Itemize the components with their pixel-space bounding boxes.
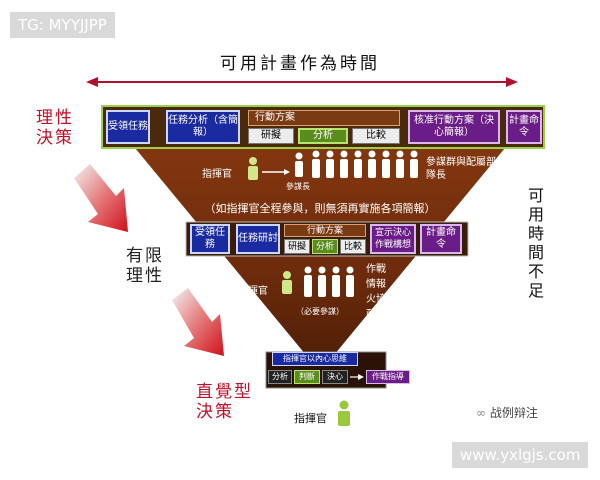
label-rational-line2: 決策: [36, 128, 74, 148]
commander-participation-note: （如指揮官全程參與，則無須再實施各項簡報）: [204, 202, 436, 215]
l1-coa-develop: 研擬: [248, 128, 294, 144]
l1-commander-label: 指揮官: [202, 169, 232, 180]
watermark-top-left: TG: MYYJJPP: [10, 12, 115, 38]
l2-coa-group: 行動方案: [284, 224, 366, 237]
label-bounded-line1: 有限: [126, 246, 164, 266]
l3-analyze-box: 分析: [268, 370, 292, 384]
l2-coa-compare: 比較: [340, 239, 366, 254]
l3-judge-box: 判斷: [294, 370, 320, 384]
l3-inner-thinking-box: 指揮官以內心思維: [272, 352, 358, 366]
logo-icon: ∞: [476, 406, 490, 420]
l1-coa-compare: 比較: [352, 128, 400, 144]
l1-analysis-box: 任務分析（含簡報）: [166, 110, 240, 144]
l2-necessary-staff-label: （必要參謀）: [296, 307, 344, 316]
logo-text: 战例辩注: [489, 406, 538, 420]
l2-commander-label: 指揮官: [238, 286, 268, 297]
l1-staff-figures: [312, 150, 418, 178]
label-rational: 理性 決策: [36, 108, 74, 148]
l2-coa-analyze: 分析: [312, 239, 338, 254]
label-intuitive-line1: 直覺型: [196, 382, 253, 402]
watermark-bottom-right: www.yxlgjs.com: [452, 442, 589, 468]
page-title: 可用計畫作為時間: [220, 54, 380, 74]
l2-announce-box: 宣示決心作戰構想: [370, 224, 416, 254]
label-rational-line1: 理性: [36, 108, 74, 128]
l3-direct-box: 作戰指導: [366, 370, 410, 384]
time-axis-arrow: [86, 77, 518, 87]
role-political: 政戰: [366, 309, 386, 320]
l2-receive-box: 受領任務: [190, 224, 230, 254]
l3-decide-box: 決心: [322, 370, 348, 384]
l1-approve-box: 核准行動方案（決心簡報）: [408, 110, 500, 144]
l3-commander-label: 指揮官: [294, 412, 327, 425]
l1-commander-figure: [248, 157, 258, 180]
l2-staff-figures: [304, 266, 354, 297]
l2-orders-box: 計畫命令: [420, 224, 462, 254]
label-intuitive-line2: 決策: [196, 402, 234, 422]
role-ops: 作戰: [366, 264, 386, 275]
l2-coa-develop: 研擬: [284, 239, 310, 254]
logo: ∞ 战例辩注: [476, 404, 538, 421]
l1-orders-box: 計畫命令: [506, 110, 542, 144]
label-bounded-line2: 理性: [126, 266, 164, 286]
l1-receive-box: 受領任務: [106, 110, 150, 144]
role-fires: 火協: [366, 294, 386, 305]
l3-commander-figure: [338, 400, 350, 426]
l2-commander-figure: [282, 271, 292, 294]
l1-coa-analyze: 分析: [298, 128, 348, 144]
l2-staff-roles: 作戰 情報 火協 政戰: [366, 262, 386, 322]
down-arrow-1: [74, 164, 128, 232]
l1-staff-chief-figure: [295, 152, 303, 177]
l2-study-box: 任務研討: [236, 224, 280, 254]
l1-coa-group: 行動方案: [248, 110, 400, 126]
l1-staff-group-label: 參謀群與配屬部隊長: [426, 157, 496, 181]
role-intel: 情報: [366, 279, 386, 290]
label-intuitive: 直覺型 決策: [196, 382, 253, 422]
down-arrow-2: [172, 288, 224, 356]
label-time-short: 可用時間不足: [528, 186, 545, 300]
l1-staff-chief-label: 參謀長: [286, 182, 310, 191]
label-bounded: 有限 理性: [126, 246, 164, 286]
